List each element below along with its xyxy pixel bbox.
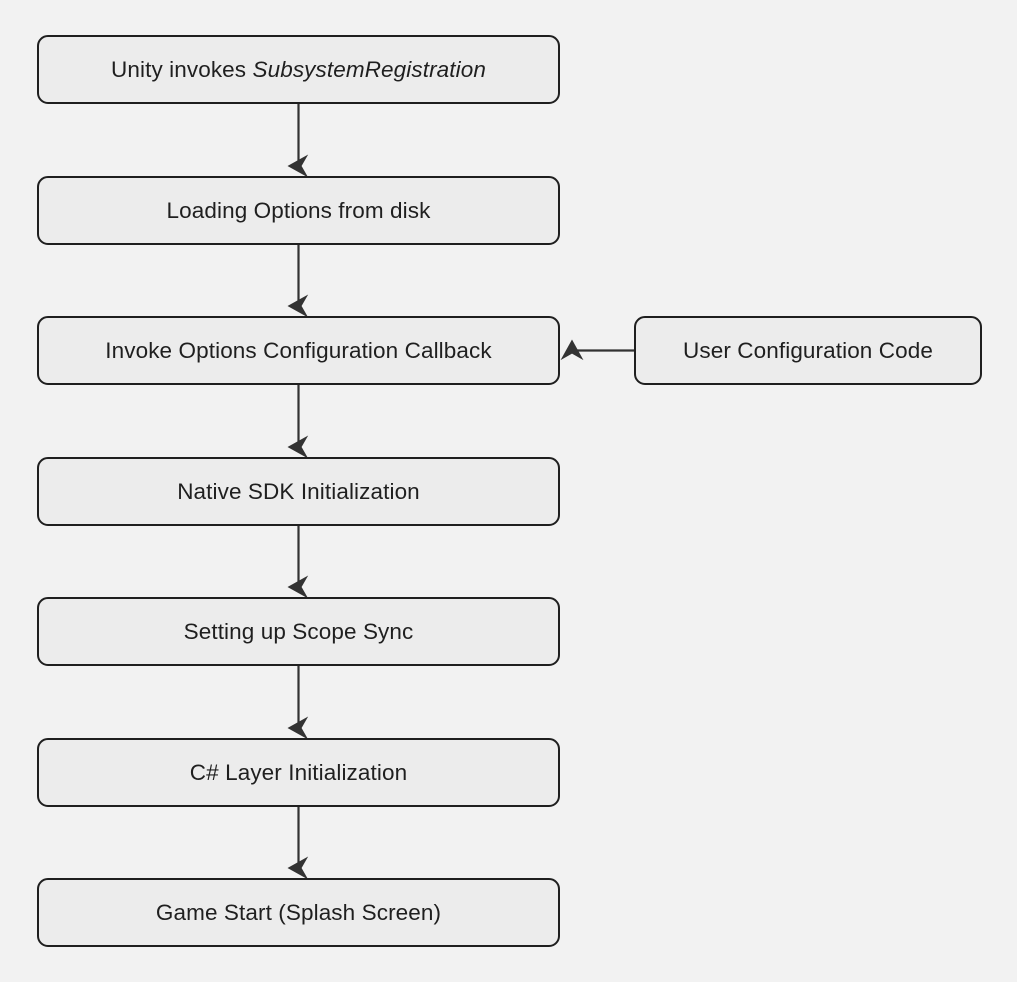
node-label-native-sdk-init: Native SDK Initialization (177, 479, 420, 504)
node-loading-options[interactable]: Loading Options from disk (37, 176, 560, 245)
node-label-loading-options: Loading Options from disk (166, 198, 431, 223)
node-user-configuration-code[interactable]: User Configuration Code (634, 316, 982, 385)
node-game-start[interactable]: Game Start (Splash Screen) (37, 878, 560, 947)
node-label-emphasis: SubsystemRegistration (252, 57, 486, 82)
node-scope-sync[interactable]: Setting up Scope Sync (37, 597, 560, 666)
node-invoke-options-callback[interactable]: Invoke Options Configuration Callback (37, 316, 560, 385)
node-label-csharp-layer-init: C# Layer Initialization (189, 760, 408, 785)
node-subsystem-registration[interactable]: Unity invokes SubsystemRegistration (37, 35, 560, 104)
node-label-game-start: Game Start (Splash Screen) (155, 900, 442, 925)
node-label-invoke-options-callback: Invoke Options Configuration Callback (105, 338, 492, 363)
node-label-scope-sync: Setting up Scope Sync (183, 619, 414, 644)
node-label-subsystem-registration: Unity invokes SubsystemRegistration (99, 56, 498, 83)
node-native-sdk-init[interactable]: Native SDK Initialization (37, 457, 560, 526)
node-label-user-configuration-code: User Configuration Code (683, 338, 933, 363)
node-csharp-layer-init[interactable]: C# Layer Initialization (37, 738, 560, 807)
node-label-prefix: Unity invokes (111, 57, 253, 82)
